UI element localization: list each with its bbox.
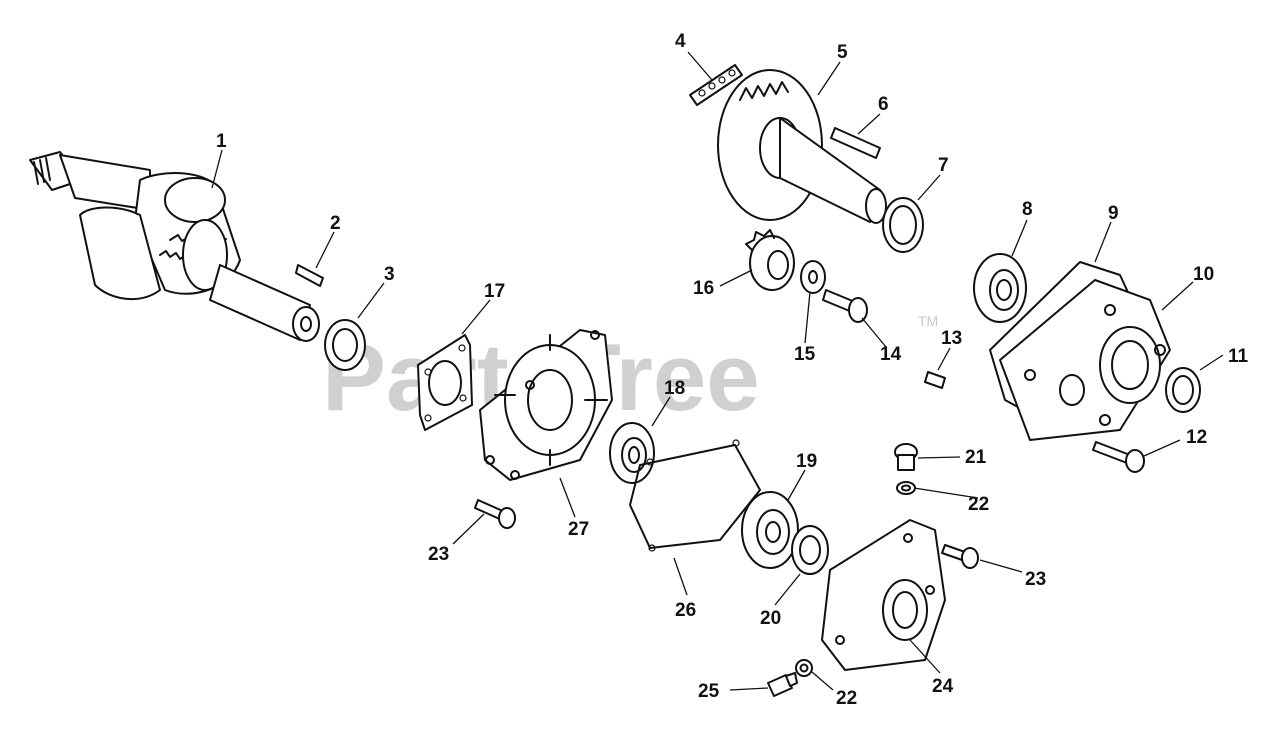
part-crankshaft[interactable] [29, 151, 320, 342]
part-seal-20[interactable] [791, 525, 829, 575]
callout-1[interactable]: 1 [216, 131, 227, 152]
callout-2[interactable]: 2 [330, 213, 341, 234]
part-bolt-23b[interactable] [941, 544, 979, 569]
callout-24[interactable]: 24 [932, 676, 954, 697]
part-key-small[interactable] [295, 264, 324, 287]
callout-22b[interactable]: 22 [836, 688, 857, 709]
part-bolt-23a[interactable] [474, 499, 516, 529]
callout-23b[interactable]: 23 [1025, 569, 1046, 590]
part-pin-13[interactable] [924, 371, 946, 389]
callouts: 1 2 3 4 5 6 7 8 9 10 11 12 13 14 15 16 1… [216, 31, 1249, 709]
callout-4[interactable]: 4 [675, 31, 686, 52]
callout-16[interactable]: 16 [693, 278, 714, 299]
callout-8[interactable]: 8 [1022, 199, 1033, 220]
callout-21[interactable]: 21 [965, 447, 987, 468]
callout-27[interactable]: 27 [568, 519, 589, 540]
callout-18[interactable]: 18 [664, 378, 685, 399]
part-gasket-17[interactable] [417, 334, 473, 431]
part-gasket-26[interactable] [629, 439, 761, 552]
part-key-6[interactable] [830, 127, 881, 159]
callout-22a[interactable]: 22 [968, 494, 989, 515]
part-chain[interactable] [689, 64, 743, 106]
callout-17[interactable]: 17 [484, 281, 505, 302]
callout-25[interactable]: 25 [698, 681, 720, 702]
callout-11[interactable]: 11 [1228, 346, 1249, 367]
leader-lines [211, 51, 1224, 691]
callout-5[interactable]: 5 [837, 42, 848, 63]
part-bearing-18[interactable] [609, 422, 655, 484]
callout-19[interactable]: 19 [796, 451, 817, 472]
part-washer-22b[interactable] [795, 659, 813, 677]
callout-12[interactable]: 12 [1186, 427, 1207, 448]
callout-6[interactable]: 6 [878, 94, 889, 115]
part-gear-shaft[interactable] [717, 69, 887, 224]
callout-10[interactable]: 10 [1193, 264, 1214, 285]
callout-26[interactable]: 26 [675, 600, 696, 621]
watermark-trademark: TM [918, 313, 938, 329]
part-washer-3[interactable] [324, 319, 366, 371]
part-bolt-12[interactable] [1092, 441, 1145, 473]
part-washer-7[interactable] [882, 197, 924, 253]
part-seal-11[interactable] [1165, 367, 1201, 413]
callout-14[interactable]: 14 [880, 344, 902, 365]
part-washer-15[interactable] [800, 260, 826, 294]
part-washer-22a[interactable] [896, 481, 916, 495]
part-gearbox-cover[interactable] [821, 519, 946, 671]
callout-13[interactable]: 13 [941, 328, 962, 349]
part-bolt-21[interactable] [894, 443, 918, 471]
callout-23a[interactable]: 23 [428, 544, 449, 565]
part-bearing-19[interactable] [741, 491, 799, 569]
callout-9[interactable]: 9 [1108, 203, 1119, 224]
part-bolt-14[interactable] [822, 289, 868, 323]
callout-20[interactable]: 20 [760, 608, 781, 629]
part-plug-25[interactable] [767, 672, 798, 697]
part-sprocket-16[interactable] [745, 229, 795, 291]
part-housing-27[interactable] [479, 329, 613, 481]
callout-3[interactable]: 3 [384, 264, 395, 285]
part-bearing-8[interactable] [973, 253, 1027, 323]
callout-7[interactable]: 7 [938, 155, 949, 176]
part-gearbox-housing[interactable] [999, 279, 1171, 441]
callout-15[interactable]: 15 [794, 344, 816, 365]
